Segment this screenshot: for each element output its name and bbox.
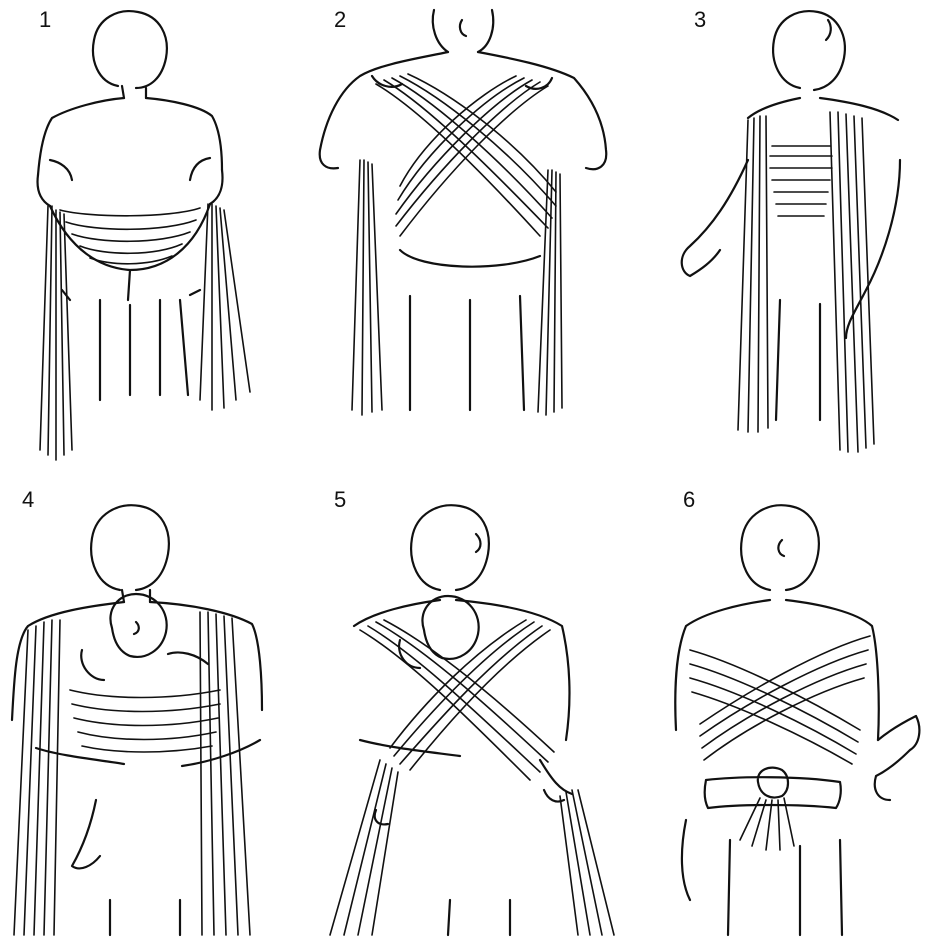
step-4-arms <box>36 740 260 766</box>
step-1-fabric-outline <box>50 204 210 300</box>
step-1-legs <box>100 300 188 400</box>
step-4-right-tail-stripes <box>200 612 250 935</box>
step-6-back-stripes-b <box>700 636 870 760</box>
step-5-baby-legs <box>375 790 564 824</box>
step-3-illustration <box>682 11 900 452</box>
step-6-illustration <box>675 505 919 935</box>
step-2-cross-stripes-b <box>396 76 548 236</box>
step-6-knot <box>705 768 841 808</box>
step-1-arms <box>38 158 223 206</box>
step-3-arm-left <box>682 160 748 276</box>
step-1-illustration <box>38 11 251 460</box>
step-5-tail-stripes <box>330 760 614 935</box>
step-2-waist <box>400 250 540 410</box>
step-3-head <box>773 11 845 90</box>
step-4-baby-arm <box>81 650 208 680</box>
step-4-illustration <box>12 505 262 935</box>
step-5-illustration <box>330 505 614 935</box>
step-4-left-tail-stripes <box>14 620 60 935</box>
step-4-baby-leg <box>72 800 100 868</box>
step-3-chest-stripes <box>770 146 832 216</box>
step-2-illustration <box>320 10 607 415</box>
step-1-left-tail-stripes <box>40 206 72 460</box>
step-4-legs <box>110 900 180 935</box>
step-6-arm-right <box>875 716 920 800</box>
step-3-right-tail-stripes <box>830 112 874 452</box>
step-1-right-tail-stripes <box>200 204 250 410</box>
step-6-back-stripes-a <box>690 650 860 764</box>
step-1-fabric-stripes <box>60 208 200 264</box>
step-4-head <box>91 505 169 602</box>
step-4-body-stripes <box>70 690 220 752</box>
step-3-arm-right <box>846 160 900 338</box>
step-6-head <box>741 505 819 590</box>
step-2-tail-stripes <box>352 160 562 415</box>
step-3-left-tail-stripes <box>738 116 768 432</box>
step-5-head <box>411 505 489 590</box>
step-6-legs <box>728 840 842 935</box>
step-3-torso <box>748 98 898 120</box>
step-2-head <box>433 10 493 52</box>
step-5-cross-stripes-b <box>390 620 550 770</box>
step-5-arms <box>360 740 572 794</box>
step-1-torso <box>38 98 222 175</box>
step-5-legs <box>448 900 510 935</box>
step-6-arm-left <box>682 820 690 900</box>
step-3-legs <box>776 300 820 420</box>
step-1-head <box>93 11 167 98</box>
